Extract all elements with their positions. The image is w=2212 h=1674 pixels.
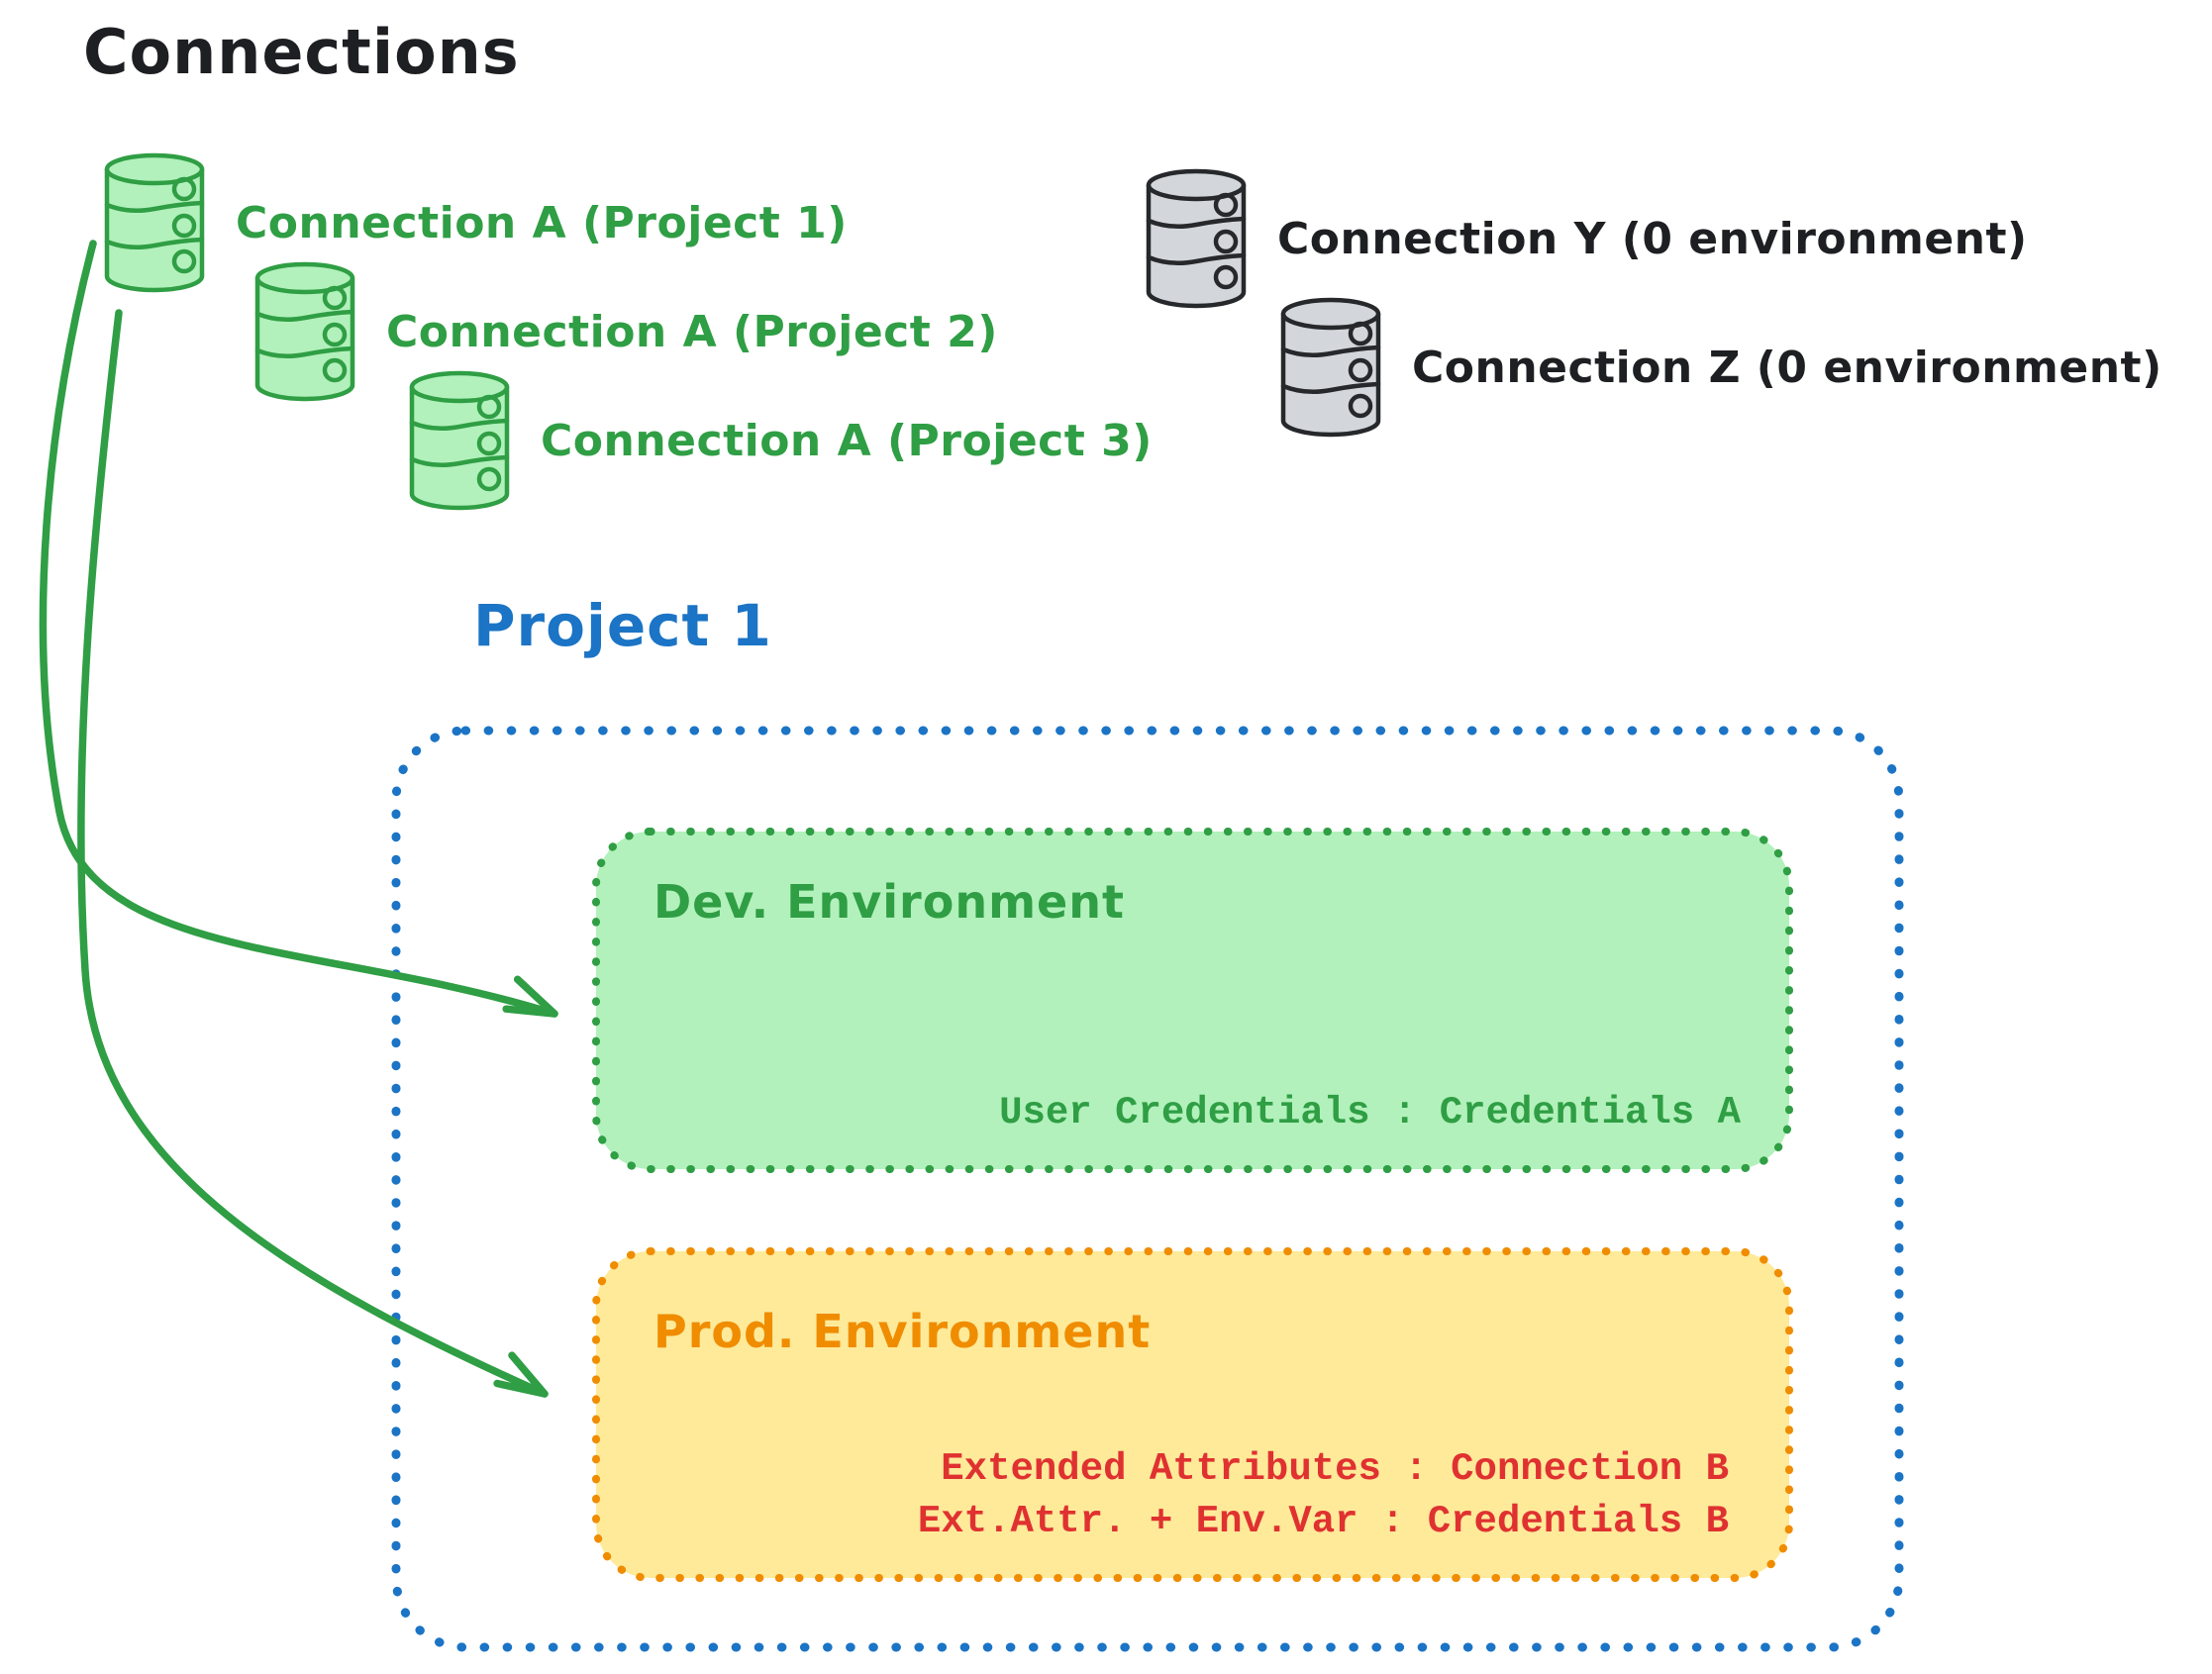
dev-environment-box — [592, 828, 1793, 1173]
arrow-connection-a-to-dev — [39, 240, 558, 1018]
prod-environment-box — [592, 1247, 1793, 1582]
arrow-connection-a-to-prod — [77, 309, 549, 1398]
connection-label: Connection A (Project 2) — [386, 306, 998, 357]
page-title: Connections — [83, 16, 520, 88]
database-icon-green — [409, 370, 510, 511]
connection-a-project-1-row: Connection A (Project 1) — [99, 150, 848, 295]
database-icon-gray — [1146, 168, 1247, 309]
connection-label: Connection A (Project 1) — [236, 197, 848, 248]
dev-environment-title: Dev. Environment — [654, 875, 1125, 929]
connection-label: Connection Z (0 environment) — [1412, 342, 2162, 393]
connection-label: Connection A (Project 3) — [541, 415, 1153, 466]
connection-a-project-3-row: Connection A (Project 3) — [404, 368, 1153, 513]
database-icon-gray — [1280, 297, 1381, 438]
project-1-title: Project 1 — [473, 592, 772, 659]
connection-a-project-2-row: Connection A (Project 2) — [250, 259, 998, 404]
connection-y-row: Connection Y (0 environment) — [1141, 166, 2028, 311]
dev-credentials-mapping: User Credentials : Credentials A — [999, 1091, 1741, 1134]
prod-mapping-line: Ext.Attr. + Env.Var : Credentials B — [917, 1500, 1729, 1543]
connection-label: Connection Y (0 environment) — [1277, 213, 2028, 264]
project-1-frame — [391, 726, 1904, 1652]
connection-z-row: Connection Z (0 environment) — [1275, 295, 2162, 440]
prod-mapping-line: Extended Attributes : Connection B — [941, 1447, 1729, 1491]
prod-environment-title: Prod. Environment — [654, 1305, 1152, 1358]
database-icon-green — [254, 261, 355, 402]
database-icon-green — [104, 152, 205, 293]
prod-mappings: Extended Attributes : Connection B Ext.A… — [610, 1443, 1729, 1548]
